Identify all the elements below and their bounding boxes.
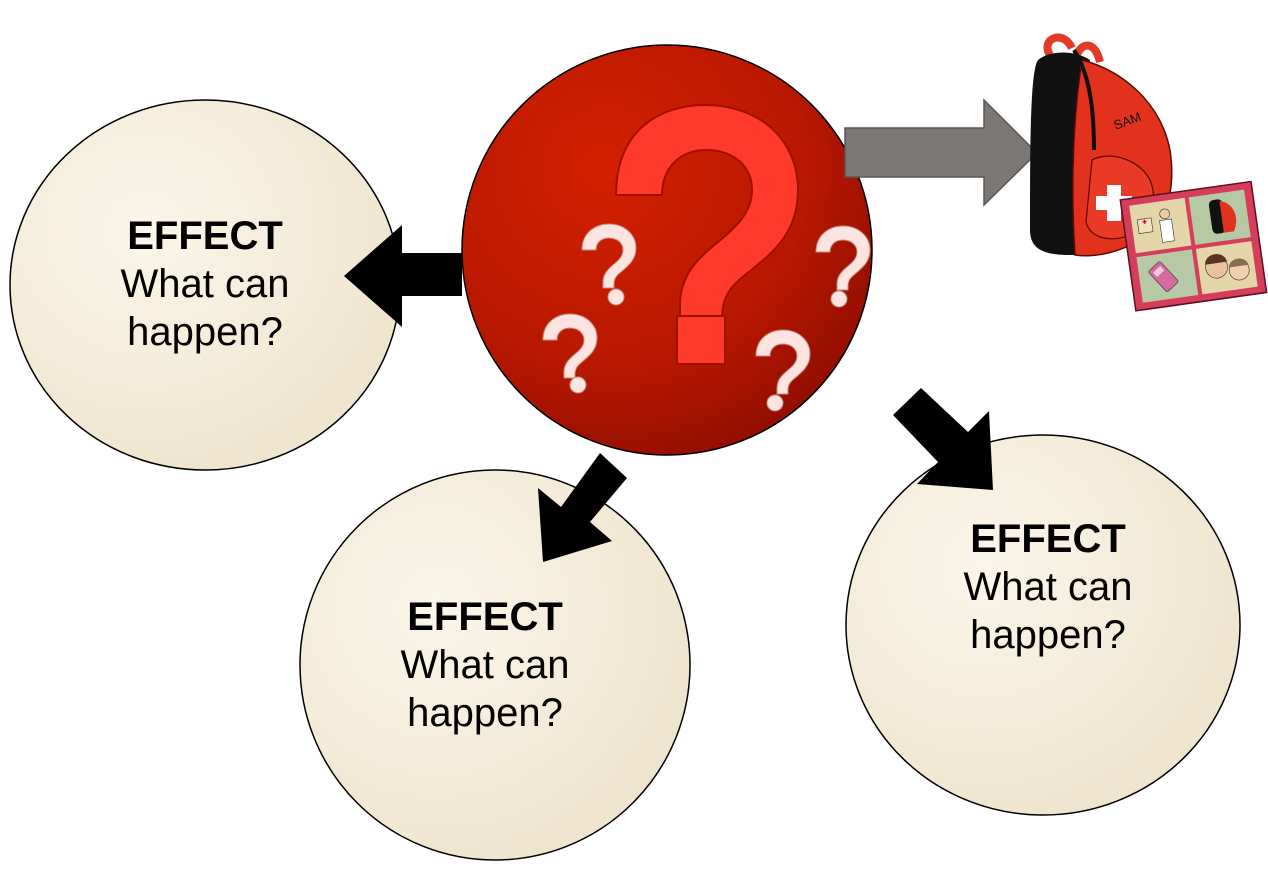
effect-title: EFFECT [970, 517, 1126, 561]
arrow-to-backpack [844, 98, 1039, 207]
effect-title: EFFECT [127, 214, 283, 258]
effect-question-line2: happen? [127, 310, 283, 354]
effect-question-line2: happen? [407, 691, 563, 735]
picture-card-icon [1119, 180, 1268, 312]
effect-question-line2: happen? [970, 613, 1126, 657]
effect-question-line1: What can [400, 643, 570, 687]
effect-label-right: EFFECT What can happen? [933, 515, 1163, 659]
effect-label-bottom: EFFECT What can happen? [370, 593, 600, 737]
large-question-mark-icon [614, 103, 800, 365]
arrow-to-bottom-effect [538, 453, 627, 562]
arrow-to-left-effect [344, 225, 462, 327]
effect-question-line1: What can [963, 565, 1133, 609]
small-question-mark-icon [542, 313, 598, 394]
small-question-mark-icon [581, 223, 637, 306]
effect-circle-bottom [299, 469, 691, 861]
effect-circle-right [845, 434, 1241, 816]
central-question-circle [461, 44, 873, 456]
arrow-to-right-effect [893, 388, 993, 490]
effect-question-line1: What can [120, 262, 290, 306]
effect-label-left: EFFECT What can happen? [90, 212, 320, 356]
small-question-mark-icon [755, 329, 811, 412]
effect-title: EFFECT [407, 595, 563, 639]
small-question-mark-icon [815, 225, 871, 308]
